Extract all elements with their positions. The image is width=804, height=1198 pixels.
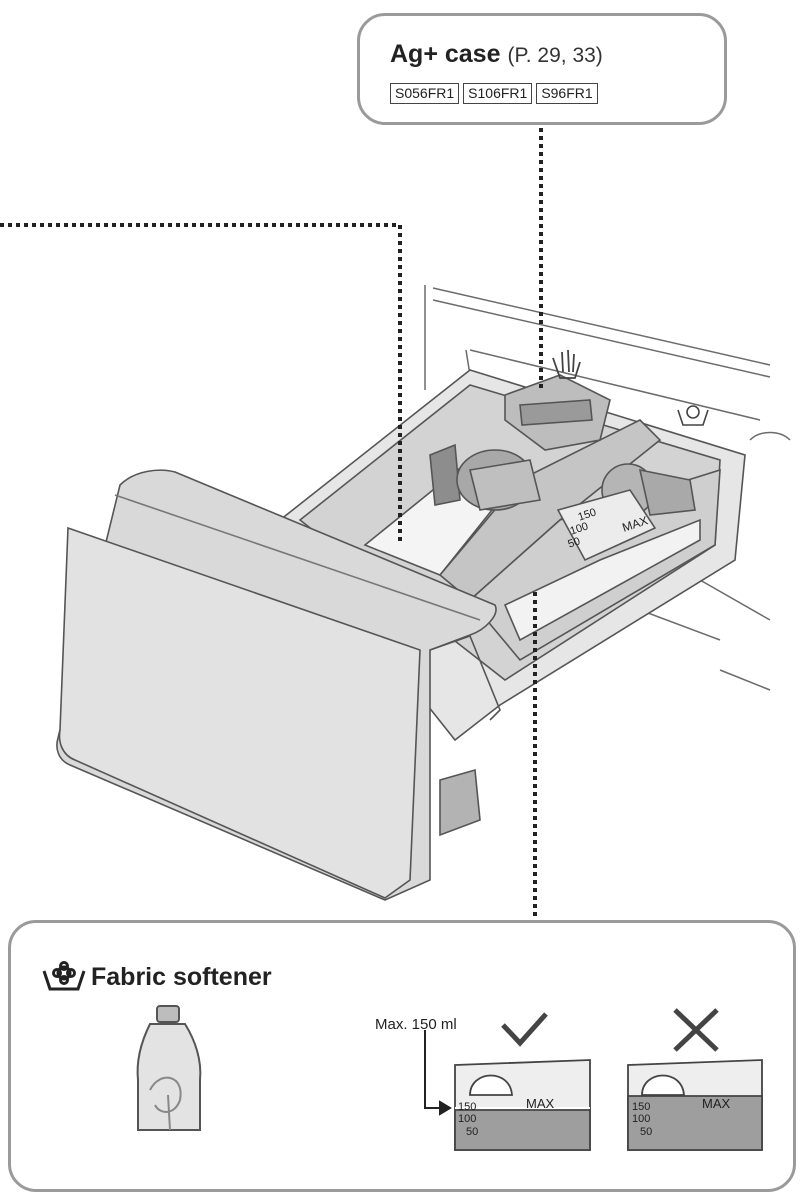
fabric-softener-icon — [42, 961, 86, 991]
drawer-body — [56, 369, 746, 901]
max-volume-label: Max. 150 ml — [375, 1016, 457, 1033]
check-icon — [501, 1012, 548, 1047]
correct-scale-100: 100 — [458, 1113, 477, 1125]
model-list: S056FR1 S106FR1 S96FR1 — [390, 83, 598, 104]
model-tag: S106FR1 — [463, 83, 533, 104]
wrong-scale-50: 50 — [640, 1126, 653, 1138]
wrong-scale-100: 100 — [632, 1113, 651, 1125]
softener-compartment-icon — [677, 405, 709, 426]
ag-case-label: Ag+ case — [390, 40, 501, 68]
model-tag: S056FR1 — [390, 83, 460, 104]
washer-cabinet — [424, 285, 791, 691]
ag-case-pages: (P. 29, 33) — [507, 44, 603, 67]
fabric-softener-title: Fabric softener — [91, 962, 272, 991]
correct-scale-max: MAX — [526, 1096, 555, 1111]
main-wash-icon — [552, 349, 581, 379]
overfilled-diagram — [627, 1059, 763, 1151]
leader-lines — [0, 128, 543, 920]
correct-scale-150: 150 — [458, 1101, 477, 1113]
correct-fill-diagram — [454, 1059, 591, 1151]
correct-scale-50: 50 — [466, 1126, 479, 1138]
max-pointer-arrow — [424, 1030, 452, 1116]
model-tag: S96FR1 — [536, 83, 598, 104]
fabric-softener-heading: Fabric softener — [41, 961, 272, 993]
ag-case-title: Ag+ case (P. 29, 33) — [390, 40, 603, 69]
wrong-scale-max: MAX — [702, 1096, 731, 1111]
cross-icon — [673, 1008, 719, 1052]
softener-bottle-icon — [136, 1005, 202, 1131]
wrong-scale-150: 150 — [632, 1101, 651, 1113]
ag-case-callout: Ag+ case (P. 29, 33) S056FR1 S106FR1 S96… — [357, 13, 727, 125]
